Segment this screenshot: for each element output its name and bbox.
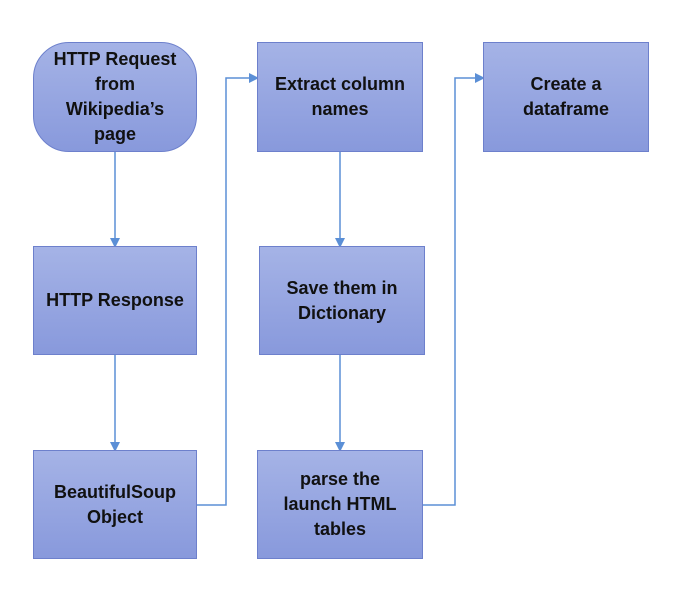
node-http-request: HTTP Request from Wikipedia’s page	[33, 42, 197, 152]
node-save-dictionary: Save them in Dictionary	[259, 246, 425, 355]
node-beautifulsoup-object: BeautifulSoup Object	[33, 450, 197, 559]
arrow-parse-to-dataframe	[423, 73, 485, 506]
node-parse-tables: parse the launch HTML tables	[257, 450, 423, 559]
node-extract-column-names: Extract column names	[257, 42, 423, 152]
arrow-soup-to-extract	[196, 73, 259, 506]
node-create-dataframe: Create a dataframe	[483, 42, 649, 152]
node-http-response: HTTP Response	[33, 246, 197, 355]
